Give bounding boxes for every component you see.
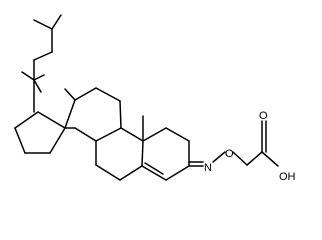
- ether-oxygen-label: O: [225, 148, 234, 160]
- hydroxyl-label: OH: [279, 171, 296, 183]
- bond: [33, 51, 53, 61]
- bond: [212, 151, 226, 163]
- bond: [246, 151, 263, 166]
- bond: [37, 111, 66, 129]
- bond: [95, 87, 121, 102]
- bond: [21, 71, 35, 81]
- ring-d: [14, 111, 66, 154]
- bond: [142, 127, 167, 142]
- bond: [119, 165, 143, 181]
- bond: [232, 151, 248, 166]
- bond: [120, 127, 144, 142]
- nitrogen-label: N: [204, 162, 212, 174]
- bond: [141, 165, 167, 181]
- bond: [95, 164, 121, 181]
- bond: [261, 151, 279, 167]
- oxime-acid-chain: [188, 120, 279, 167]
- bond: [165, 127, 190, 142]
- side-chain: [21, 14, 62, 113]
- bond: [14, 127, 26, 154]
- ring-a: [141, 127, 190, 181]
- bond: [74, 127, 97, 142]
- bond: [95, 127, 122, 142]
- ring-c: [64, 87, 122, 142]
- bond: [64, 99, 76, 129]
- bond: [165, 165, 190, 181]
- bond: [14, 111, 39, 129]
- bond: [33, 79, 42, 93]
- bond: [33, 19, 53, 30]
- bond: [64, 88, 76, 101]
- bond: [33, 74, 45, 81]
- bond: [49, 127, 66, 154]
- bond: [144, 162, 164, 175]
- bond: [74, 87, 97, 101]
- bond: [141, 140, 144, 167]
- bond: [119, 100, 122, 129]
- bond: [51, 14, 62, 30]
- chemical-structure-diagram: N O O OH: [14, 14, 296, 183]
- molecule-svg: N O O OH: [14, 14, 296, 183]
- ring-b: [95, 115, 144, 181]
- carbonyl-oxygen-label: O: [259, 110, 268, 122]
